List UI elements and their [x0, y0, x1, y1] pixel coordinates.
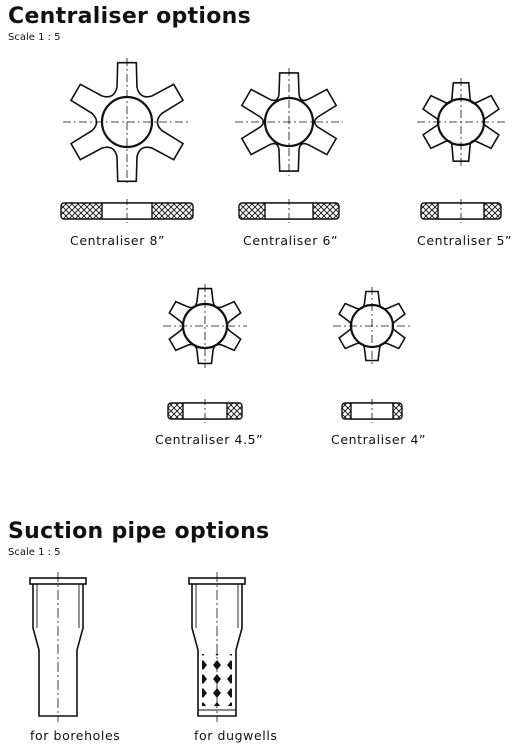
centraliser-8-label: Centraliser 8” [70, 233, 166, 248]
suction-title: Suction pipe options [8, 519, 270, 544]
centraliser-5-outline [422, 82, 500, 162]
dugwell-pipe-perforations [202, 654, 232, 706]
centraliser-4-outline [338, 290, 406, 362]
dugwells-label: for dugwells [194, 728, 278, 743]
centraliser-8-outline [69, 61, 185, 183]
centraliser-6-hole [263, 96, 315, 148]
suction-scale: Scale 1 : 5 [8, 547, 61, 558]
centraliser-6-outline [240, 72, 338, 172]
centraliser-4-label: Centraliser 4” [331, 432, 427, 447]
boreholes-label: for boreholes [30, 728, 121, 743]
centraliser-5-label: Centraliser 5” [417, 233, 513, 248]
centraliser-4-5-outline [168, 287, 242, 365]
centraliser-title: Centraliser options [8, 4, 252, 29]
centraliser-4-5-hole [181, 302, 229, 350]
centraliser-4-5-label: Centraliser 4.5” [155, 432, 264, 447]
centraliser-scale: Scale 1 : 5 [8, 32, 61, 43]
centraliser-6-label: Centraliser 6” [243, 233, 339, 248]
